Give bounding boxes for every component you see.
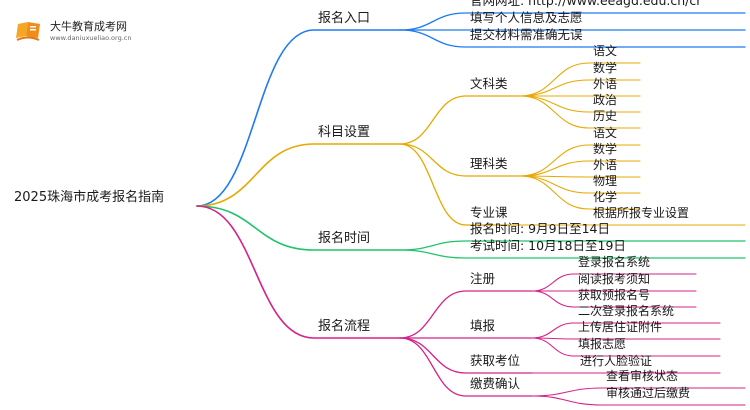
subtopic-node: 官网网址: http://www.eeagd.edu.cn/cr [470,0,702,8]
branch-node: 科目设置 [318,125,371,140]
leaf-node: 获取预报名号 [578,288,651,302]
leaf-link [531,273,697,292]
branch-link [196,205,401,251]
leaf-link [531,395,746,406]
subtopic-node: 填报 [470,318,496,333]
logo-title: 大牛教育成考网 [50,20,127,33]
subtopic-link [399,143,521,226]
subtopic-node: 填写个人信息及志愿 [470,10,583,25]
leaf-node: 根据所报专业设置 [593,206,690,220]
branch-node: 报名流程 [318,319,371,334]
subtopic-node: 注册 [470,271,496,286]
leaf-node: 填报志愿 [578,337,627,351]
leaf-link [519,62,641,97]
leaf-node: 外语 [593,158,618,172]
leaf-link [519,144,641,177]
leaf-node: 语文 [593,126,618,140]
subtopic-link [399,95,521,145]
leaf-link [519,95,641,129]
leaf-node: 登录报名系统 [578,255,651,269]
subtopic-link [399,143,521,177]
leaf-node: 化学 [593,190,618,204]
leaf-link [531,322,721,339]
leaf-link [531,387,746,397]
subtopic-node: 专业课 [470,205,508,220]
subtopic-node: 文科类 [470,76,508,91]
branch-node: 报名时间 [318,231,371,246]
logo-url: www.daniuxueliao.org.cn [50,34,132,42]
subtopic-node: 报名时间: 9月9日至14日 [470,221,610,236]
leaf-link [519,175,641,194]
leaf-link [531,290,697,308]
subtopic-link [399,240,746,251]
leaf-link [519,160,641,177]
leaf-node: 历史 [593,109,618,123]
leaf-link [519,175,641,210]
leaf-node: 进行人脸验证 [580,354,653,368]
leaf-node: 外语 [593,77,618,91]
subtopic-link [399,290,533,339]
subtopic-link [399,337,533,374]
leaf-node: 二次登录报名系统 [578,304,675,318]
subtopic-node: 提交材料需准确无误 [470,27,583,42]
leaf-link [519,95,641,113]
leaf-node: 数学 [593,142,618,156]
site-logo: 大牛教育成考网 www.daniuxueliao.org.cn [14,14,154,48]
leaf-node: 语文 [593,44,618,58]
leaf-node: 上传居住证附件 [578,320,663,334]
leaf-node: 数学 [593,61,618,75]
branch-link [196,143,401,207]
leaf-link [519,175,641,178]
subtopic-link [399,12,746,31]
subtopic-link [399,249,746,259]
leaf-node: 审核通过后缴费 [606,386,691,400]
branch-node: 报名入口 [318,11,371,26]
branch-link [196,29,401,207]
leaf-link [531,337,721,357]
subtopic-node: 考试时间: 10月18日至19日 [470,238,626,253]
root-node: 2025珠海市成考报名指南 [14,190,165,205]
leaf-link [519,79,641,97]
leaf-node: 阅读报考须知 [578,272,651,286]
subtopic-node: 理科类 [470,156,508,171]
subtopic-link [399,29,746,48]
book-logo-icon [16,22,40,41]
leaf-node: 物理 [593,174,618,188]
leaf-node: 政治 [593,93,618,107]
subtopic-node: 获取考位 [470,353,521,368]
leaf-node: 查看审核状态 [606,369,679,383]
subtopic-node: 缴费确认 [470,376,521,391]
branch-link [196,205,401,339]
subtopic-link [399,337,533,397]
